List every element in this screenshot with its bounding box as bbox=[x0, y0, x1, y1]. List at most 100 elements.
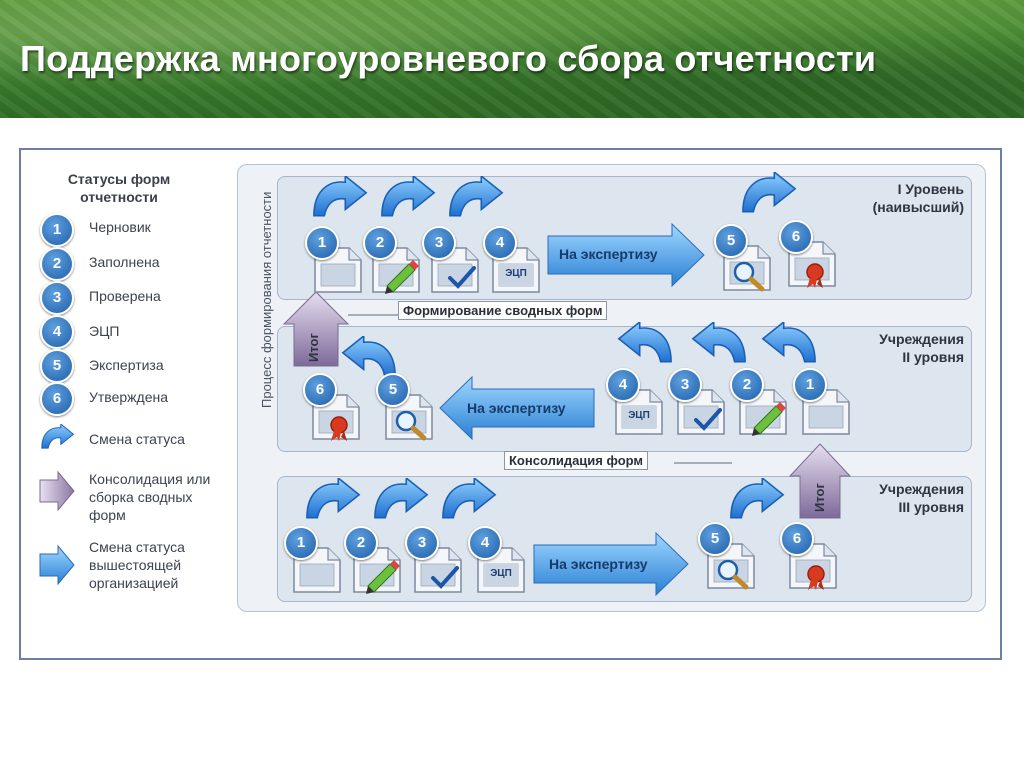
l3-status-arrow-2 bbox=[374, 478, 428, 519]
doc-expertise-17: 5 bbox=[698, 522, 758, 595]
legend-higher-org-line2: вышестоящей bbox=[89, 557, 182, 573]
legend-label-expertise: Экспертиза bbox=[89, 357, 164, 373]
l1-expertise-label: На экспертизу bbox=[559, 246, 658, 262]
status-badge-3: 3 bbox=[668, 368, 702, 402]
consolidation-forms-label: Консолидация форм bbox=[504, 451, 649, 470]
ecp-doc-label: ЭЦП bbox=[490, 568, 512, 579]
legend-consolidation-line1: Консолидация или bbox=[89, 471, 211, 487]
doc-filled-14: 2 bbox=[344, 526, 404, 599]
doc-checked-8: 3 bbox=[668, 368, 728, 441]
legend-label-consolidation: Консолидация или сборка сводных форм bbox=[89, 470, 210, 524]
doc-checked-15: 3 bbox=[405, 526, 465, 599]
legend-badge-2: 2 bbox=[40, 247, 74, 281]
seal-icon bbox=[806, 263, 824, 288]
status-badge-4: 4 bbox=[468, 526, 502, 560]
doc-ecp-7: ЭЦП 4 bbox=[606, 368, 666, 441]
l2-status-arrow-1 bbox=[618, 322, 672, 363]
magnifier-icon bbox=[717, 559, 749, 590]
status-badge-2: 2 bbox=[730, 368, 764, 402]
legend-status-change-icon bbox=[41, 424, 74, 449]
l3-status-arrow-1 bbox=[306, 478, 360, 519]
legend-badge-6: 6 bbox=[40, 382, 74, 416]
legend-label-approved: Утверждена bbox=[89, 389, 168, 405]
expertise-document-icon bbox=[385, 394, 433, 441]
level1-label-line1: I Уровень bbox=[897, 181, 964, 197]
legend-heading-line2: отчетности bbox=[80, 189, 158, 205]
itog-arrow-level2 bbox=[282, 291, 350, 367]
status-badge-4: 4 bbox=[483, 226, 517, 260]
legend-higher-org-icon bbox=[39, 544, 75, 586]
level3-label-line2: III уровня bbox=[898, 499, 965, 515]
pencil-icon bbox=[752, 402, 786, 436]
l1-expertise-arrow bbox=[547, 222, 705, 288]
legend-label-draft: Черновик bbox=[89, 219, 151, 235]
seal-icon bbox=[330, 416, 348, 441]
legend-label-checked: Проверена bbox=[89, 288, 161, 304]
status-badge-1: 1 bbox=[284, 526, 318, 560]
level1-label: I Уровень (наивысший) bbox=[820, 180, 964, 216]
draft-document-icon bbox=[802, 389, 850, 435]
magnifier-icon bbox=[395, 410, 427, 441]
filled-document-icon bbox=[372, 247, 420, 294]
l2-status-arrow-4 bbox=[342, 336, 396, 377]
l3-status-arrow-4 bbox=[730, 478, 784, 519]
status-badge-1: 1 bbox=[793, 368, 827, 402]
ecp-doc-label: ЭЦП bbox=[628, 410, 650, 421]
doc-draft-13: 1 bbox=[284, 526, 344, 599]
legend-badge-3: 3 bbox=[40, 281, 74, 315]
doc-expertise-5: 5 bbox=[714, 224, 774, 297]
pencil-icon bbox=[385, 260, 419, 294]
doc-approved-6: 6 bbox=[779, 220, 839, 293]
level2-label: Учреждения II уровня bbox=[820, 330, 964, 366]
l1-status-arrow-2 bbox=[381, 176, 435, 217]
legend-heading: Статусы форм отчетности bbox=[60, 170, 178, 206]
level2-label-line2: II уровня bbox=[902, 349, 964, 365]
doc-ecp-4: ЭЦП 4 bbox=[483, 226, 543, 299]
status-badge-6: 6 bbox=[779, 220, 813, 254]
level1-label-line2: (наивысший) bbox=[872, 199, 964, 215]
legend-label-status-change: Смена статуса bbox=[89, 431, 185, 447]
l2-status-arrow-3 bbox=[762, 322, 816, 363]
l1-status-arrow-3 bbox=[449, 176, 503, 217]
header-banner: Поддержка многоуровневого сбора отчетнос… bbox=[0, 0, 1024, 118]
status-badge-5: 5 bbox=[376, 373, 410, 407]
doc-filled-2: 2 bbox=[363, 226, 423, 299]
header-background bbox=[0, 0, 1024, 118]
doc-approved-11: 6 bbox=[303, 373, 363, 446]
ecp-doc-label: ЭЦП bbox=[505, 268, 527, 279]
status-badge-2: 2 bbox=[363, 226, 397, 260]
checkmark-icon bbox=[694, 408, 722, 431]
doc-expertise-12: 5 bbox=[376, 373, 436, 446]
legend-higher-org-line1: Смена статуса bbox=[89, 539, 185, 555]
legend-higher-org-line3: организацией bbox=[89, 575, 179, 591]
seal-icon bbox=[807, 565, 825, 590]
status-badge-4: 4 bbox=[606, 368, 640, 402]
itog-arrow-level3 bbox=[788, 443, 852, 519]
l1-status-arrow-1 bbox=[313, 176, 367, 217]
legend-consolidation-line2: сборка сводных bbox=[89, 489, 193, 505]
status-badge-3: 3 bbox=[405, 526, 439, 560]
legend-badge-1: 1 bbox=[40, 213, 74, 247]
magnifier-icon bbox=[733, 261, 765, 292]
status-badge-2: 2 bbox=[344, 526, 378, 560]
legend-consolidation-line3: форм bbox=[89, 507, 126, 523]
itog-label-level2: Итог bbox=[306, 333, 321, 362]
page-title: Поддержка многоуровневого сбора отчетнос… bbox=[20, 38, 877, 79]
doc-ecp-16: ЭЦП 4 bbox=[468, 526, 528, 599]
legend-label-higher-org: Смена статуса вышестоящей организацией bbox=[89, 538, 185, 592]
legend-badge-4: 4 bbox=[40, 315, 74, 349]
legend-consolidation-icon bbox=[39, 470, 75, 512]
level3-label: Учреждения III уровня bbox=[820, 480, 964, 516]
expertise-document-icon bbox=[723, 245, 771, 292]
l2-status-arrow-2 bbox=[692, 322, 746, 363]
summary-forms-label: Формирование сводных форм bbox=[398, 301, 608, 320]
doc-draft-10: 1 bbox=[793, 368, 853, 441]
l2-expertise-arrow bbox=[439, 375, 595, 441]
l2-expertise-label: На экспертизу bbox=[467, 400, 566, 416]
doc-approved-18: 6 bbox=[780, 522, 840, 595]
status-badge-5: 5 bbox=[714, 224, 748, 258]
checkmark-icon bbox=[431, 566, 459, 589]
legend-heading-line1: Статусы форм bbox=[67, 171, 171, 187]
legend-label-ecp: ЭЦП bbox=[89, 323, 120, 339]
